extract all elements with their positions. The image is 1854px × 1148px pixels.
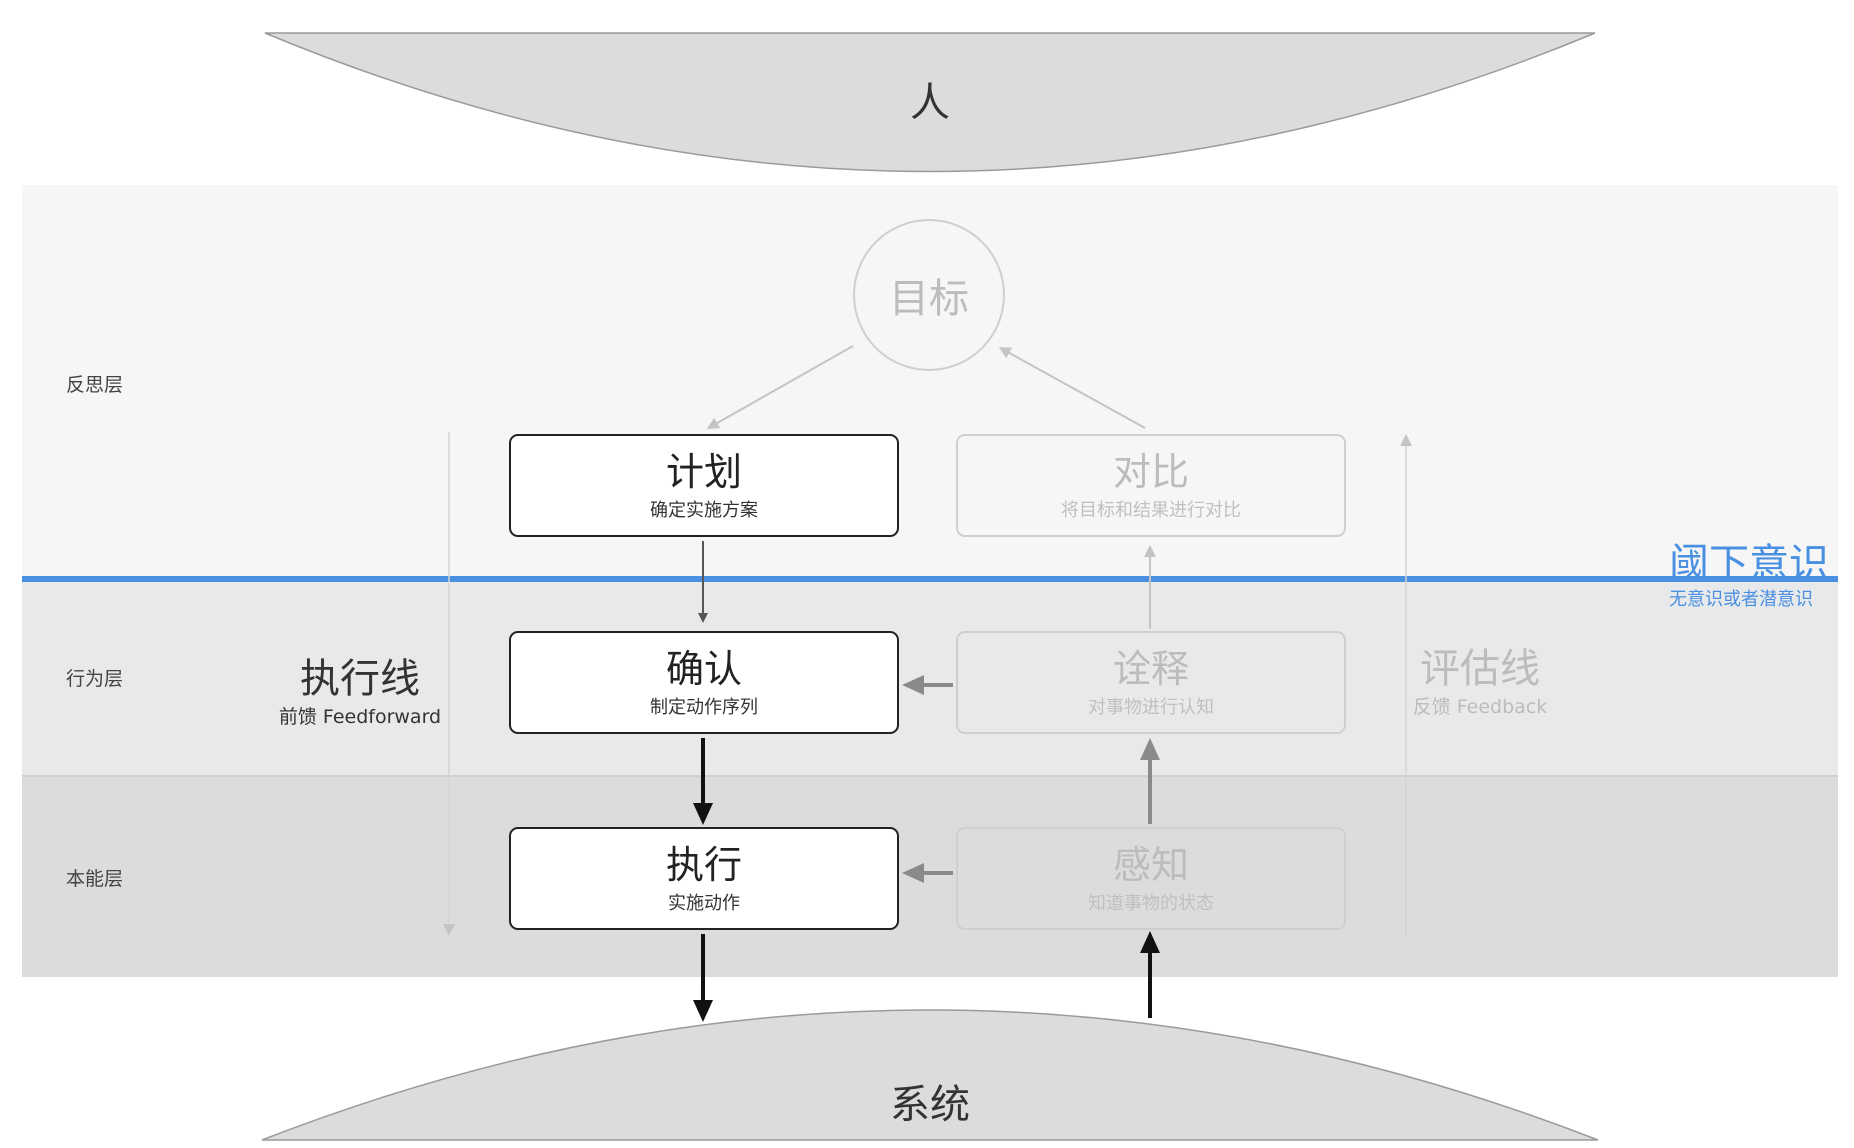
compare-box: 对比 将目标和结果进行对比: [956, 434, 1346, 537]
goal-to-plan-arrow: [706, 345, 854, 429]
perform-title: 执行: [665, 843, 742, 887]
specify-box: 确认 制定动作序列: [509, 631, 899, 734]
compare-to-goal-arrow: [998, 347, 1146, 429]
subconscious-subtitle: 无意识或者潜意识: [1669, 589, 1813, 610]
perform-box: 执行 实施动作: [509, 827, 899, 930]
specify-title: 确认: [665, 647, 742, 691]
visceral-layer-label: 本能层: [66, 868, 124, 890]
goal-circle: 目标: [853, 219, 1005, 371]
plan-title: 计划: [665, 450, 742, 494]
execution-line-subtitle: 前馈 Feedforward: [278, 706, 442, 728]
reflective-layer-label: 反思层: [66, 374, 124, 396]
subconscious-title: 阈下意识: [1669, 541, 1829, 587]
interpret-subtitle: 对事物进行认知: [1088, 697, 1214, 718]
system-label: 系统: [890, 1082, 970, 1128]
plan-subtitle: 确定实施方案: [650, 500, 758, 521]
subconscious-threshold-line: [22, 576, 1838, 582]
compare-title: 对比: [1112, 450, 1189, 494]
perceive-title: 感知: [1112, 843, 1189, 887]
perceive-subtitle: 知道事物的状态: [1088, 893, 1214, 914]
interpret-box: 诠释 对事物进行认知: [956, 631, 1346, 734]
specify-subtitle: 制定动作序列: [650, 697, 758, 718]
interpret-title: 诠释: [1112, 647, 1189, 691]
perceive-box: 感知 知道事物的状态: [956, 827, 1346, 930]
layer-divider: [22, 775, 1838, 777]
visceral-layer: [22, 776, 1838, 977]
behavioral-layer: [22, 578, 1838, 776]
evaluation-line-subtitle: 反馈 Feedback: [1412, 696, 1548, 718]
perform-subtitle: 实施动作: [668, 893, 740, 914]
evaluation-line-title: 评估线: [1420, 646, 1540, 692]
behavioral-layer-label: 行为层: [66, 668, 124, 690]
human-label: 人: [910, 80, 950, 126]
plan-box: 计划 确定实施方案: [509, 434, 899, 537]
compare-subtitle: 将目标和结果进行对比: [1061, 500, 1241, 521]
execution-line-title: 执行线: [300, 656, 420, 702]
